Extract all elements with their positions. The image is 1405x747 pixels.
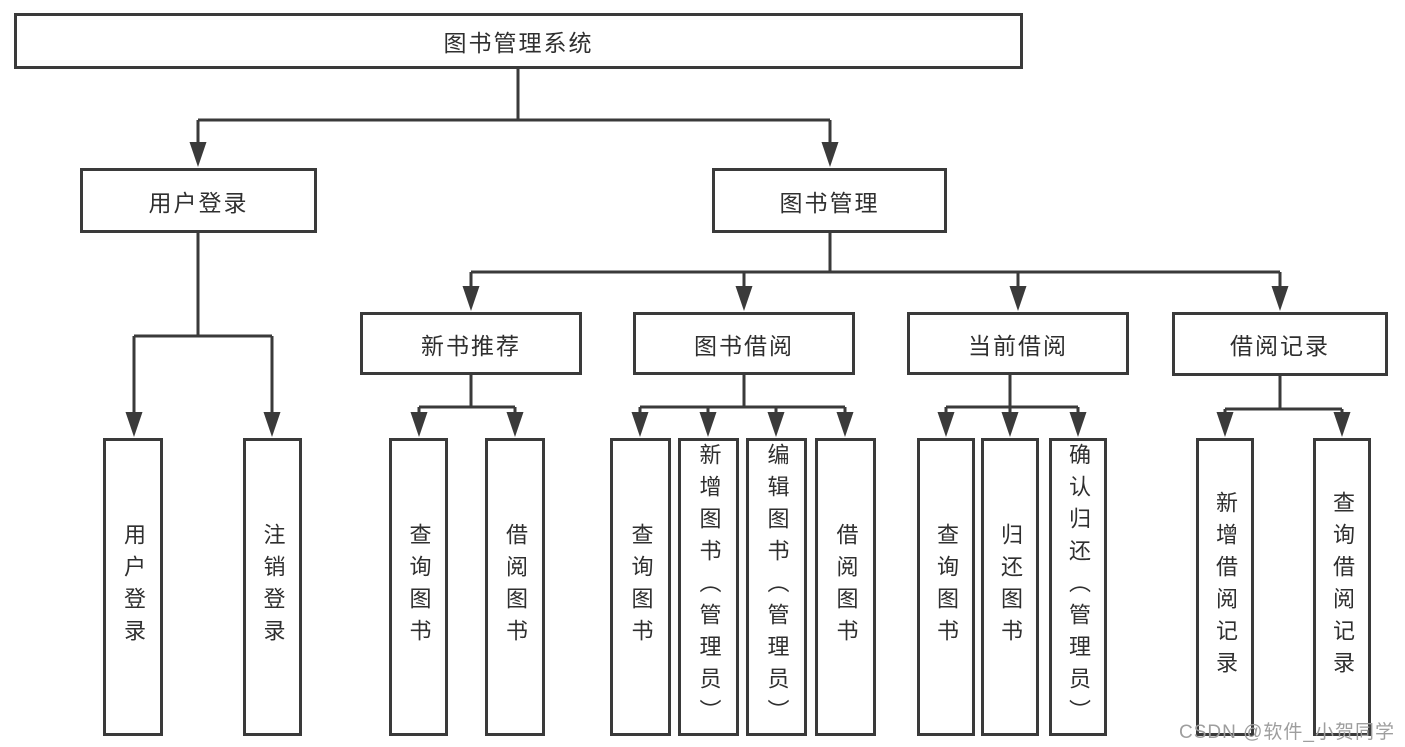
leaf-confirm-return-admin: 确认归还（管理员）	[1049, 438, 1107, 736]
node-label: 新书推荐	[421, 332, 521, 359]
node-label: 借阅图书	[503, 523, 528, 651]
node-label: 借阅记录	[1230, 333, 1330, 359]
node-label: 查询图书	[406, 523, 432, 651]
node-book-management: 图书管理	[712, 168, 947, 233]
node-user-login: 用户登录	[80, 168, 317, 233]
node-library-management-system: 图书管理系统	[14, 13, 1023, 69]
node-label: 查询借阅记录	[1330, 491, 1355, 683]
watermark: CSDN @软件_小贺同学	[1179, 722, 1395, 743]
leaf-borrow-books: 借阅图书	[815, 438, 876, 736]
leaf-query-books-recommend: 查询图书	[389, 438, 448, 736]
node-label: 用户登录	[121, 523, 146, 651]
node-label: 当前借阅	[968, 332, 1068, 359]
node-label: 图书管理系统	[443, 30, 594, 56]
node-label: 归还图书	[998, 523, 1023, 651]
node-label: 查询图书	[934, 523, 959, 651]
leaf-add-borrow-record: 新增借阅记录	[1196, 438, 1254, 736]
node-current-borrowing: 当前借阅	[907, 312, 1129, 375]
node-borrow-records: 借阅记录	[1172, 312, 1388, 376]
node-new-book-recommend: 新书推荐	[360, 312, 582, 375]
node-label: 图书管理	[779, 189, 880, 216]
node-label: 注销登录	[260, 523, 286, 651]
leaf-borrow-books-recommend: 借阅图书	[485, 438, 545, 736]
leaf-query-books-current: 查询图书	[917, 438, 975, 736]
node-label: 新增借阅记录	[1213, 491, 1238, 683]
node-book-borrowing: 图书借阅	[633, 312, 855, 375]
node-label: 查询图书	[628, 523, 654, 651]
leaf-user-login: 用户登录	[103, 438, 163, 736]
node-label: 借阅图书	[833, 523, 859, 651]
node-label: 确认归还（管理员）	[1066, 443, 1091, 731]
node-label: 新增图书（管理员）	[696, 443, 722, 731]
node-label: 用户登录	[148, 189, 249, 216]
leaf-add-book-admin: 新增图书（管理员）	[678, 438, 739, 736]
leaf-edit-book-admin: 编辑图书（管理员）	[746, 438, 807, 736]
node-label: 编辑图书（管理员）	[764, 443, 790, 731]
node-label: 图书借阅	[694, 332, 794, 359]
leaf-query-books-borrowing: 查询图书	[610, 438, 671, 736]
leaf-return-books: 归还图书	[981, 438, 1039, 736]
leaf-logout: 注销登录	[243, 438, 302, 736]
leaf-query-borrow-record: 查询借阅记录	[1313, 438, 1371, 736]
